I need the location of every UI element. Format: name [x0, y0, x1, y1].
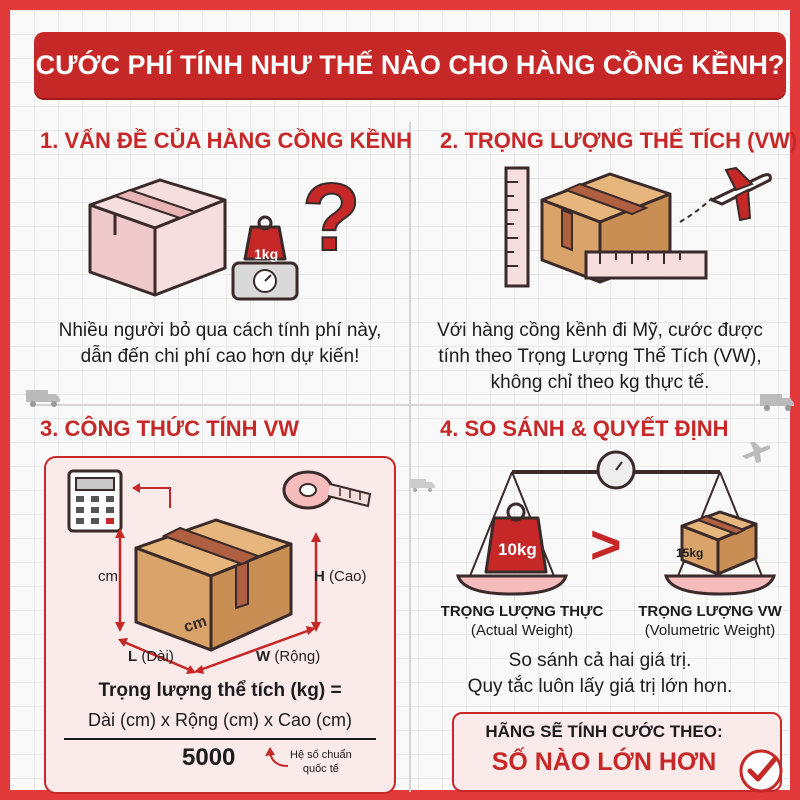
formula-numerator: Dài (cm) x Rộng (cm) x Cao (cm) [87, 710, 352, 730]
coefficient-note-line2: quốc tế [302, 763, 339, 775]
section1-title: 1. VẤN ĐỀ CỦA HÀNG CỒNG KỀNH [40, 128, 412, 153]
divider-horizontal [30, 404, 790, 406]
section2-title: 2. TRỌNG LƯỢNG THỂ TÍCH (VW) [440, 128, 798, 153]
label-height-key: H [314, 568, 325, 585]
formula-title: Trọng lượng thể tích (kg) = [98, 680, 342, 701]
volumetric-weight-title: TRỌNG LƯỢNG VW [638, 603, 782, 620]
coefficient-note-line1: Hệ số chuẩn [290, 749, 352, 761]
decision-label: HÃNG SẼ TÍNH CƯỚC THEO: [485, 722, 723, 741]
calculator-icon [67, 469, 123, 533]
actual-weight-subtitle: (Actual Weight) [470, 622, 574, 639]
decision-value: SỐ NÀO LỚN HƠN [491, 748, 717, 776]
tape-measure-icon [282, 470, 372, 510]
volumetric-weight-subtitle: (Volumetric Weight) [644, 622, 776, 639]
label-length: L (Dài) [128, 648, 174, 665]
ruler-icon [504, 166, 530, 288]
section2-text-line1: Với hàng cồng kềnh đi Mỹ, cước được [437, 320, 763, 341]
section2-text-line2: tính theo Trọng Lượng Thể Tích (VW), [438, 346, 762, 367]
checkmark-icon [739, 749, 783, 793]
formula-fraction-line [64, 738, 376, 740]
decision-box: HÃNG SẼ TÍNH CƯỚC THEO: SỐ NÀO LỚN HƠN [452, 712, 782, 792]
truck-icon [26, 390, 60, 407]
label-height-text: (Cao) [329, 568, 367, 585]
label-width-key: W [256, 648, 271, 665]
section4-text-line1: So sánh cả hai giá trị. [508, 650, 692, 671]
volumetric-weight-caption: TRỌNG LƯỢNG VW (Volumetric Weight) [622, 602, 798, 640]
airplane-icon [710, 166, 772, 222]
section2-text-line3: không chỉ theo kg thực tế. [490, 372, 710, 393]
weight-icon [484, 502, 548, 574]
left-weight-label: 10kg [498, 540, 537, 559]
weight-label: 1kg [254, 246, 279, 262]
formula-denominator: 5000 [182, 744, 236, 771]
dimension-box-icon [134, 518, 293, 652]
section1-text: Nhiều người bỏ qua cách tính phí này, dẫ… [30, 318, 410, 370]
divider-vertical [409, 122, 411, 792]
label-width: W (Rộng) [256, 648, 320, 665]
scale-icon [231, 215, 299, 301]
question-icon: ? [301, 164, 362, 271]
label-length-key: L [128, 648, 138, 665]
arrow-to-calculator-icon [132, 483, 171, 508]
section2-text: Với hàng cồng kềnh đi Mỹ, cước được tính… [410, 318, 790, 396]
dimension-arrows [115, 528, 321, 674]
truck-icon [410, 479, 435, 492]
airplane-icon [742, 442, 771, 463]
coefficient-note: Hệ số chuẩn quốc tế [290, 748, 352, 776]
comparator-icon: > [590, 515, 622, 575]
section1-text-line1: Nhiều người bỏ qua cách tính phí này, [58, 320, 382, 341]
page-title: CƯỚC PHÍ TÍNH NHƯ THẾ NÀO CHO HÀNG CỒNG … [35, 49, 785, 80]
actual-weight-title: TRỌNG LƯỢNG THỰC [440, 603, 604, 620]
right-weight-label: 15kg [676, 546, 704, 560]
section4-text: So sánh cả hai giá trị. Quy tắc luôn lấy… [410, 648, 790, 700]
actual-weight-caption: TRỌNG LƯỢNG THỰC (Actual Weight) [428, 602, 616, 640]
page-title-banner: CƯỚC PHÍ TÍNH NHƯ THẾ NÀO CHO HÀNG CỒNG … [34, 32, 786, 98]
section1-text-line2: dẫn đến chi phí cao hơn dự kiến! [80, 346, 360, 367]
section4-text-line2: Quy tắc luôn lấy giá trị lớn hơn. [467, 676, 733, 697]
section3-title: 3. CÔNG THỨC TÍNH VW [40, 416, 300, 441]
coefficient-arrow-icon [265, 747, 289, 767]
section2-illustration [504, 166, 772, 288]
label-length-text: (Dài) [141, 648, 174, 665]
label-left-cm: cm [98, 568, 118, 585]
formula-panel: cm cm H (Cao) L (Dài) W (Rộng) Trọng lượ… [44, 456, 396, 794]
balance-scale-icon [455, 450, 777, 596]
label-width-text: (Rộng) [274, 648, 321, 665]
truck-icon [760, 394, 794, 411]
section4-title: 4. SO SÁNH & QUYẾT ĐỊNH [440, 416, 729, 441]
label-height: H (Cao) [314, 568, 367, 585]
box-icon [88, 178, 227, 297]
